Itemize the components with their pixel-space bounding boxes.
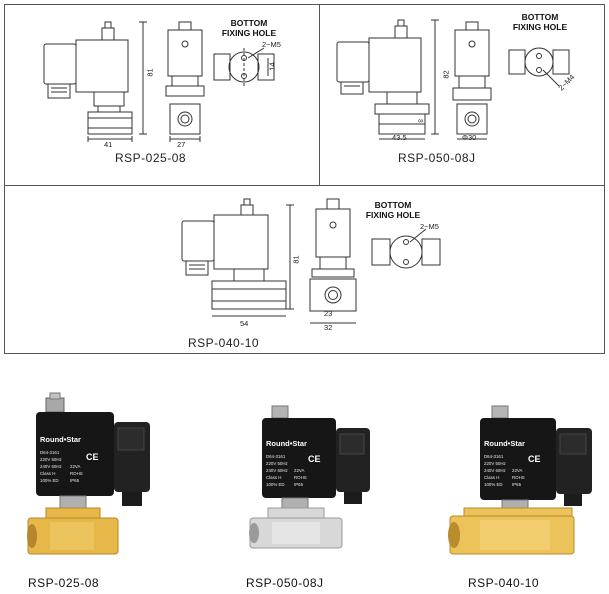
ce-mark: CE: [308, 454, 321, 464]
drawing-panel-rsp-025-08: [4, 4, 320, 186]
svg-text:ROHS: ROHS: [70, 471, 83, 476]
dim-side-width: 27: [177, 140, 186, 149]
svg-text:IP65: IP65: [512, 482, 522, 487]
drawing-panel-rsp-040-10: [4, 185, 605, 354]
svg-text:240V 60Hz: 240V 60Hz: [484, 468, 506, 473]
drawing-panel-rsp-050-08j: [319, 4, 605, 186]
svg-text:100% ED: 100% ED: [266, 482, 285, 487]
technical-drawing-rsp-050-08j: [319, 4, 605, 186]
svg-text:D64-3161: D64-3161: [484, 454, 504, 459]
svg-text:22VA: 22VA: [70, 464, 80, 469]
svg-text:Class H: Class H: [266, 475, 281, 480]
svg-text:100% ED: 100% ED: [484, 482, 503, 487]
product-photo-rsp-050-08j: Round•Star CE D64-3161 220V 50Hz 240V 60…: [249, 400, 370, 570]
brand-text: Round•Star: [484, 439, 525, 448]
model-label: RSP-040-10: [188, 336, 260, 350]
product-photo-rsp-040-10: Round•Star CE D64-3161 220V 50Hz 240V 60…: [448, 400, 592, 570]
dim-height: 81: [145, 68, 155, 77]
svg-text:D64-3161: D64-3161: [266, 454, 286, 459]
model-label: RSP-050-08J: [398, 151, 476, 165]
technical-drawing-rsp-025-08: [4, 4, 320, 186]
product-caption: RSP-025-08: [28, 576, 100, 590]
ce-mark: CE: [86, 452, 99, 462]
svg-text:240V 60Hz: 240V 60Hz: [40, 464, 62, 469]
dim-side-width: Φ30: [462, 133, 477, 142]
bottom-fixing-hole-heading: BOTTOM FIXING HOLE: [221, 18, 277, 38]
svg-text:220V 50Hz: 220V 50Hz: [266, 461, 288, 466]
svg-text:100% ED: 100% ED: [40, 478, 59, 483]
dim-extra: ∞: [418, 116, 424, 125]
dim-hole-thread: 2~M5: [420, 222, 439, 231]
product-caption: RSP-040-10: [468, 576, 540, 590]
dim-width: 54: [240, 319, 249, 328]
bottom-fixing-hole-heading: BOTTOM FIXING HOLE: [512, 12, 568, 32]
product-photo-rsp-025-08: Round•Star CE D64-3161 220V 50Hz 240V 60…: [27, 390, 150, 570]
svg-text:22VA: 22VA: [512, 468, 522, 473]
dim-side-width-1: 23: [324, 309, 333, 318]
svg-text:ROHS: ROHS: [294, 475, 307, 480]
dim-hole-thread: 2~M5: [262, 40, 281, 49]
dim-height: 82: [441, 70, 451, 79]
brand-text: Round•Star: [266, 439, 307, 448]
brand-text: Round•Star: [40, 435, 81, 444]
dim-height: 81: [291, 255, 301, 264]
svg-text:IP65: IP65: [294, 482, 304, 487]
model-label: RSP-025-08: [115, 151, 187, 165]
product-caption: RSP-050-08J: [246, 576, 324, 590]
svg-text:220V 50Hz: 220V 50Hz: [484, 461, 506, 466]
ce-mark: CE: [528, 454, 541, 464]
dim-width: 43.5: [392, 133, 407, 142]
svg-text:Class H: Class H: [484, 475, 499, 480]
svg-text:ROHS: ROHS: [512, 475, 525, 480]
svg-text:Class H: Class H: [40, 471, 55, 476]
svg-text:22VA: 22VA: [294, 468, 304, 473]
bottom-fixing-hole-heading: BOTTOM FIXING HOLE: [365, 200, 421, 220]
svg-text:220V 50Hz: 220V 50Hz: [40, 457, 62, 462]
dim-side-width-2: 32: [324, 323, 333, 332]
technical-drawing-rsp-040-10: [4, 185, 605, 354]
svg-text:IP65: IP65: [70, 478, 80, 483]
dim-width: 41: [104, 140, 113, 149]
svg-text:240V 60Hz: 240V 60Hz: [266, 468, 288, 473]
svg-text:D64-3161: D64-3161: [40, 450, 60, 455]
dim-hole-pitch: 14: [267, 62, 277, 71]
